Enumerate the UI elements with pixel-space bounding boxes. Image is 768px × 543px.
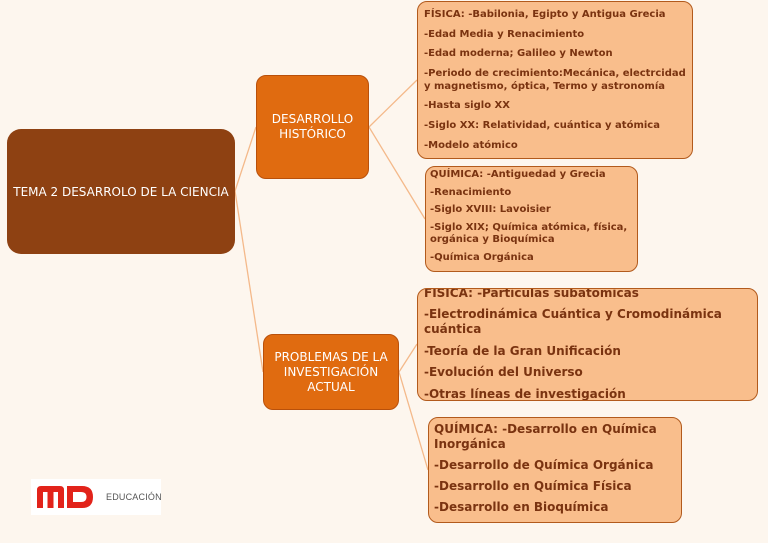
root-label: TEMA 2 DESARROLO DE LA CIENCIA: [13, 184, 229, 199]
leaf-historia-quimica: QUÍMICA: -Antiguedad y Grecia -Renacimie…: [425, 166, 638, 272]
leaf-item: -Electrodinámica Cuántica y Cromodinámic…: [424, 307, 722, 337]
leaf-item: -Desarrollo de Química Orgánica: [434, 458, 654, 472]
md-educacion-logo: EDUCACIÓN: [31, 479, 162, 515]
root-node: TEMA 2 DESARROLO DE LA CIENCIA: [7, 129, 235, 254]
branch-label: PROBLEMAS DE LA INVESTIGACIÓN ACTUAL: [274, 349, 388, 394]
md-logo-mark-icon: [37, 486, 93, 508]
connector-historico-to-quimica: [368, 126, 426, 220]
leaf-item: FÍSICA: -Partículas subatómicas: [424, 288, 639, 300]
leaf-item: -Edad moderna; Galileo y Newton: [424, 48, 613, 60]
connector-root-to-historico: [234, 126, 257, 192]
connector-problemas-to-fisica: [398, 343, 418, 373]
leaf-item: QUÍMICA: -Antiguedad y Grecia: [430, 169, 606, 180]
leaf-item: -Evolución del Universo: [424, 365, 583, 380]
leaf-item: -Desarrollo en Química Física: [434, 479, 632, 493]
leaf-item: -Otras líneas de investigación: [424, 386, 626, 401]
connector-root-to-problemas: [234, 190, 264, 373]
leaf-item: QUÍMICA: -Desarrollo en Química Inorgáni…: [434, 422, 657, 451]
leaf-item: -Renacimiento: [430, 186, 512, 198]
leaf-problemas-quimica: QUÍMICA: -Desarrollo en Química Inorgáni…: [428, 417, 682, 523]
leaf-item: -Química Orgánica: [430, 251, 534, 263]
logo-text: EDUCACIÓN: [106, 492, 162, 502]
leaf-item: -Modelo atómico: [424, 139, 518, 151]
leaf-historia-fisica: FÍSICA: -Babilonia, Egipto y Antigua Gre…: [417, 1, 693, 159]
connector-problemas-to-quimica: [398, 371, 429, 471]
leaf-item: -Siglo XIX; Química atómica, física, org…: [430, 221, 628, 246]
leaf-problemas-fisica: FÍSICA: -Partículas subatómicas -Electro…: [417, 288, 758, 401]
leaf-item: -Desarrollo en Bioquímica: [434, 500, 609, 514]
leaf-item: -Edad Media y Renacimiento: [424, 28, 585, 40]
leaf-item: FÍSICA: -Babilonia, Egipto y Antigua Gre…: [424, 9, 666, 20]
branch-label: DESARROLLO HISTÓRICO: [271, 112, 354, 141]
leaf-item: -Periodo de crecimiento:Mecánica, electr…: [424, 67, 686, 92]
branch-problemas-investigacion: PROBLEMAS DE LA INVESTIGACIÓN ACTUAL: [263, 334, 399, 410]
connector-historico-to-fisica: [368, 79, 418, 128]
branch-desarrollo-historico: DESARROLLO HISTÓRICO: [256, 75, 369, 179]
leaf-item: -Teoría de la Gran Unificación: [424, 343, 621, 358]
leaf-item: -Siglo XVIII: Lavoisier: [430, 204, 551, 215]
leaf-item: -Hasta siglo XX: [424, 100, 510, 112]
leaf-item: -Siglo XX: Relatividad, cuántica y atómi…: [424, 119, 660, 131]
